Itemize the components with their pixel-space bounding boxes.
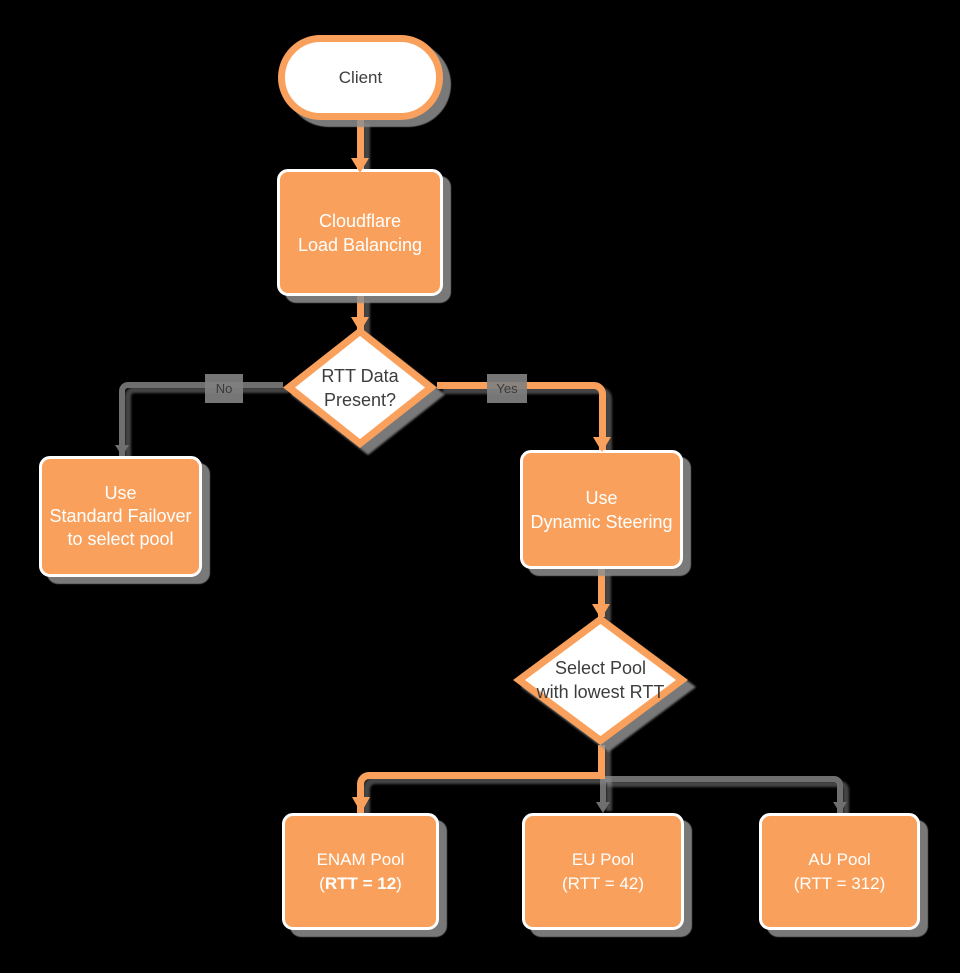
node-standard-failover-line1: Use	[104, 483, 137, 503]
rtt-decision-line1: RTT Data	[321, 365, 399, 386]
arrowhead-into-loadbalancer	[351, 158, 369, 173]
node-eu-pool-line1: EU Pool	[571, 849, 635, 869]
edge-label-no-text: No	[215, 381, 233, 396]
node-standard-failover-line2: Standard Failover	[49, 506, 192, 526]
rtt-decision-line2: Present?	[323, 389, 397, 410]
connector-select-bottom-stub	[598, 745, 605, 777]
enam-rtt-value: RTT = 12	[324, 873, 397, 893]
node-enam-pool-line1: ENAM Pool	[316, 849, 405, 869]
select-pool-line2: with lowest RTT	[536, 682, 665, 702]
node-au-pool-line2: (RTT = 312)	[793, 873, 886, 893]
node-au-pool-line1: AU Pool	[808, 849, 871, 869]
node-enam-pool-line2: (RTT = 12)	[319, 872, 402, 896]
arrowhead-into-eu-pool	[596, 802, 610, 813]
connector-client-to-loadbalancer	[357, 118, 364, 170]
edge-label-yes: Yes	[487, 374, 527, 403]
arrowhead-into-au-pool	[833, 802, 847, 813]
node-client-label: Client	[338, 67, 383, 87]
node-rtt-decision: RTT Data Present?	[283, 327, 437, 448]
arrowhead-into-standard-failover	[115, 445, 129, 456]
node-au-pool: AU Pool (RTT = 312)	[759, 813, 920, 930]
arrowhead-into-enam-pool	[352, 797, 370, 813]
connector-rtt-no-branch	[119, 382, 283, 456]
node-dynamic-steering-line2: Dynamic Steering	[530, 511, 673, 532]
node-eu-pool: EU Pool (RTT = 42)	[522, 813, 684, 930]
arrowhead-into-rtt-decision	[351, 317, 369, 332]
node-dynamic-steering-line1: Use	[585, 487, 618, 508]
connector-loadbalancer-to-rtt	[357, 296, 364, 332]
node-dynamic-steering: Use Dynamic Steering	[520, 450, 683, 569]
node-load-balancer: Cloudflare Load Balancing	[277, 169, 443, 296]
edge-label-yes-text: Yes	[496, 381, 518, 396]
node-standard-failover-line3: to select pool	[67, 529, 174, 549]
enam-rtt-close-paren: )	[396, 873, 402, 893]
select-pool-label: Select Pool with lowest RTT	[513, 615, 688, 745]
node-select-pool: Select Pool with lowest RTT	[513, 615, 688, 745]
select-pool-line1: Select Pool	[554, 658, 647, 678]
node-load-balancer-line2: Load Balancing	[297, 234, 423, 255]
arrowhead-into-select-pool	[592, 604, 610, 619]
node-client: Client	[278, 35, 443, 120]
arrowhead-into-dynamic-steering	[593, 437, 611, 452]
connector-select-to-enam	[357, 772, 605, 814]
connector-select-to-eu	[600, 776, 606, 806]
enam-rtt-open-paren: (	[319, 873, 325, 893]
rtt-decision-label: RTT Data Present?	[283, 327, 437, 448]
node-standard-failover: Use Standard Failover to select pool	[39, 456, 202, 577]
node-enam-pool: ENAM Pool (RTT = 12)	[282, 813, 439, 930]
node-load-balancer-line1: Cloudflare	[318, 210, 402, 231]
connector-steering-to-select	[598, 569, 605, 617]
connector-select-to-au	[601, 776, 843, 814]
edge-label-no: No	[205, 374, 243, 403]
node-eu-pool-line2: (RTT = 42)	[561, 873, 645, 893]
